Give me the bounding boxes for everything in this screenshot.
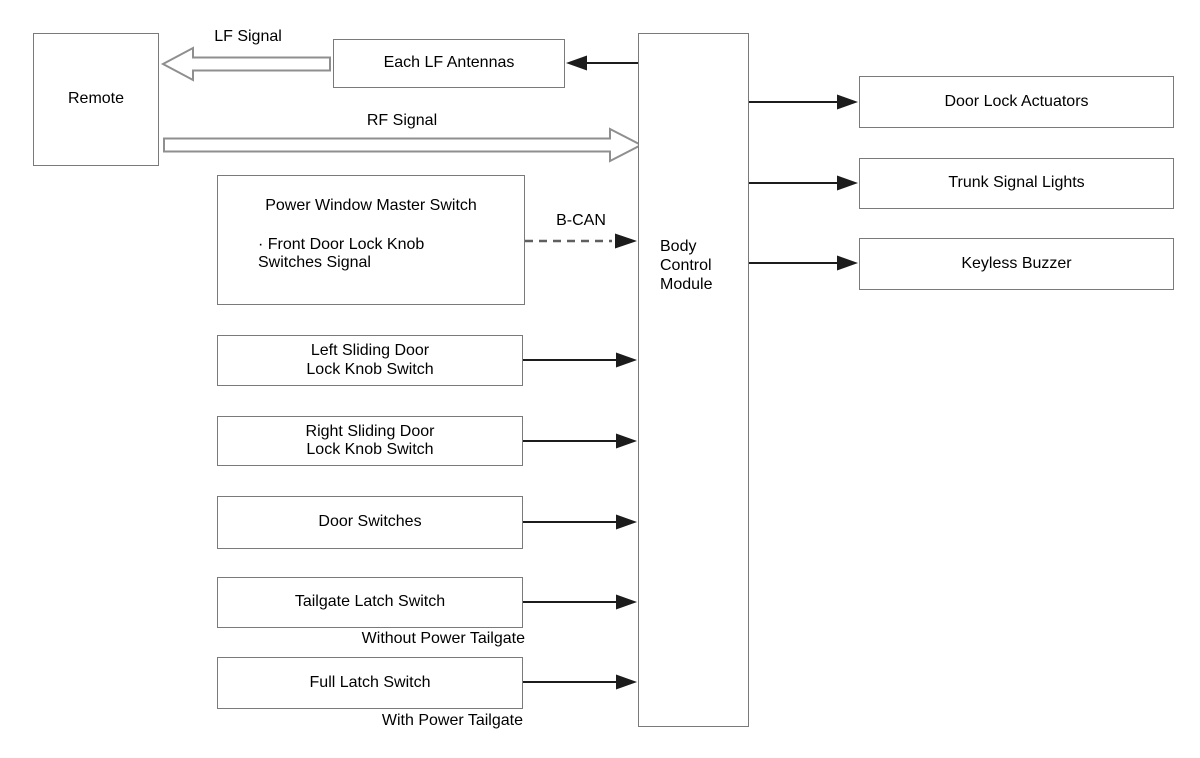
rf-signal-hollow-arrow	[163, 127, 644, 163]
lf-signal-label: LF Signal	[214, 28, 282, 45]
trunk-signal-lights-label: Trunk Signal Lights	[948, 174, 1085, 192]
node-remote: Remote	[33, 33, 159, 166]
arrow-full-latch-to-bcm	[523, 674, 637, 690]
lf-signal-hollow-arrow	[160, 46, 331, 82]
node-full-latch-switch: Full Latch Switch	[217, 657, 523, 709]
rf-signal-label: RF Signal	[366, 112, 438, 129]
arrow-b-can-dashed	[525, 233, 637, 249]
node-remote-label: Remote	[67, 90, 125, 108]
door-lock-actuators-label: Door Lock Actuators	[944, 92, 1089, 110]
door-switches-label: Door Switches	[318, 513, 422, 531]
arrow-bcm-to-each-lf-antennas	[566, 55, 638, 71]
node-right-sliding-door-lock-knob-switch: Right Sliding Door Lock Knob Switch	[217, 416, 523, 466]
node-left-sliding-door-lock-knob-switch: Left Sliding Door Lock Knob Switch	[217, 335, 523, 386]
node-door-switches: Door Switches	[217, 496, 523, 549]
arrow-door-switches-to-bcm	[523, 514, 637, 530]
arrow-bcm-to-keyless-buzzer	[749, 255, 858, 271]
body-control-module-label: Body Control Module	[660, 238, 713, 294]
arrow-bcm-to-door-lock-actuators	[749, 94, 858, 110]
caption-without-power-tailgate: Without Power Tailgate	[361, 630, 525, 647]
right-sliding-door-label: Right Sliding Door Lock Knob Switch	[305, 422, 435, 458]
power-window-master-switch-detail: · Front Door Lock Knob Switches Signal	[258, 236, 425, 272]
node-power-window-master-switch: Power Window Master Switch · Front Door …	[217, 175, 525, 305]
b-can-label: B-CAN	[556, 212, 606, 229]
node-trunk-signal-lights: Trunk Signal Lights	[859, 158, 1174, 209]
caption-with-power-tailgate: With Power Tailgate	[381, 712, 523, 729]
arrow-right-sliding-door-to-bcm	[523, 433, 637, 449]
left-sliding-door-label: Left Sliding Door Lock Knob Switch	[306, 342, 434, 378]
node-keyless-buzzer: Keyless Buzzer	[859, 238, 1174, 290]
node-body-control-module: Body Control Module	[638, 33, 749, 727]
full-latch-switch-label: Full Latch Switch	[309, 673, 431, 691]
power-window-master-switch-title: Power Window Master Switch	[265, 197, 477, 214]
arrow-bcm-to-trunk-signal-lights	[749, 175, 858, 191]
node-door-lock-actuators: Door Lock Actuators	[859, 76, 1174, 128]
arrow-left-sliding-door-to-bcm	[523, 352, 637, 368]
tailgate-latch-switch-label: Tailgate Latch Switch	[294, 593, 446, 611]
node-each-lf-antennas: Each LF Antennas	[333, 39, 565, 88]
arrow-tailgate-latch-to-bcm	[523, 594, 637, 610]
node-tailgate-latch-switch: Tailgate Latch Switch	[217, 577, 523, 628]
keyless-buzzer-label: Keyless Buzzer	[961, 254, 1072, 272]
node-each-lf-antennas-label: Each LF Antennas	[383, 54, 515, 72]
